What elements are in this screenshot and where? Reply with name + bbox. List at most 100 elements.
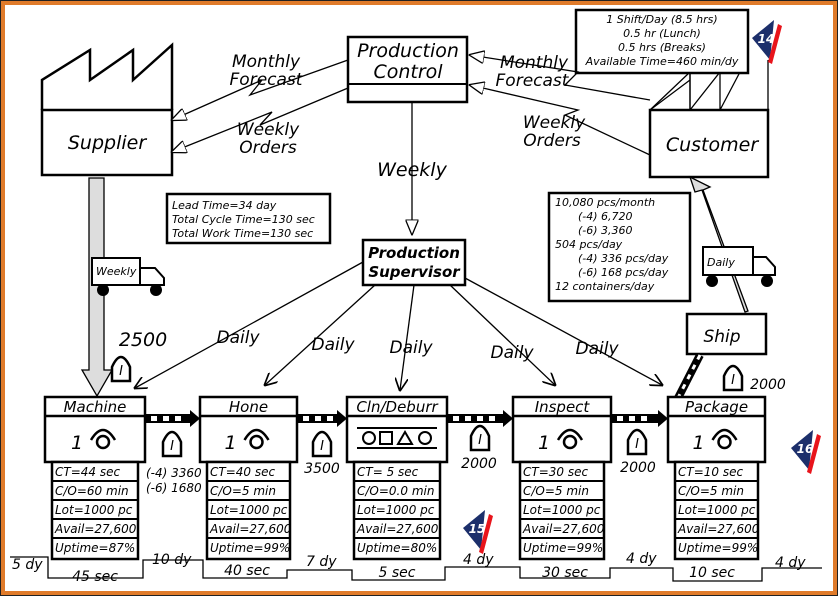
customer-truck-label: Daily: [707, 256, 735, 269]
supplier-factory: Supplier: [40, 42, 174, 177]
push-arrow: [447, 410, 513, 427]
raw-inventory-qty: 2500: [119, 329, 167, 351]
page-badge-icon: 15: [463, 510, 493, 554]
monthly-forecast-right-label: Monthly: [500, 53, 569, 73]
weekly-orders-label: Weekly: [237, 120, 300, 140]
process-data-field: Avail=27,600: [356, 522, 439, 536]
process-data-field: CT=44 sec: [55, 465, 120, 479]
process-data-field: C/O=60 min: [55, 484, 129, 498]
timeline-days: 4 dy: [626, 551, 657, 567]
weekly-orders-right-label: Weekly: [523, 113, 586, 133]
push-arrow: [611, 410, 668, 427]
daily-label: Daily: [490, 343, 534, 363]
operator-count: 1: [225, 432, 237, 454]
supervisor-label: Production: [368, 244, 460, 262]
customer-factory: Customer: [648, 60, 770, 179]
push-arrow: [297, 410, 347, 427]
weekly-orders-to-supplier-arrow: [172, 87, 349, 152]
inventory-qty: 3500: [304, 461, 340, 477]
supplier-truck-label: Weekly: [96, 265, 137, 278]
daily-arrow-inspect: [449, 284, 555, 385]
process-data-field: Avail=27,600: [677, 522, 760, 536]
customer-truck-icon: Daily: [702, 246, 776, 287]
process-data-field: Avail=27,600: [522, 522, 605, 536]
customer-label: Customer: [666, 134, 759, 156]
process-data-field: Lot=1000 pc: [357, 503, 435, 517]
weekly-orders-right-label-2: Orders: [523, 131, 581, 151]
monthly-forecast-from-customer-arrow: [470, 55, 651, 101]
finished-inventory-qty: 2000: [750, 377, 786, 393]
badge-number: 15: [469, 522, 486, 536]
daily-label: Daily: [216, 328, 260, 348]
lunch-line: 0.5 hr (Lunch): [623, 27, 701, 40]
inventory-icon: I: [626, 428, 648, 456]
process-name: Hone: [229, 398, 268, 416]
operator-count: 1: [538, 432, 550, 454]
timeline-secs: 5 sec: [379, 565, 416, 581]
timeline-days: 10 dy: [152, 552, 192, 568]
ship-box: Ship: [674, 312, 768, 400]
demand-line: 504 pcs/day: [555, 238, 623, 251]
process-data-field: Uptime=99%: [678, 541, 758, 555]
process-data-field: Avail=27,600: [54, 522, 137, 536]
information-flows: Monthly Forecast Weekly Orders Monthly F…: [172, 52, 651, 234]
demand-line: 12 containers/day: [555, 280, 655, 293]
weekly-orders-from-customer-arrow: [470, 85, 651, 156]
timeline-secs: 30 sec: [542, 565, 588, 581]
timeline-secs: 40 sec: [224, 563, 270, 579]
svg-text:I: I: [478, 433, 482, 448]
timeline-days: 7 dy: [306, 554, 337, 570]
timeline-secs: 10 sec: [689, 565, 735, 581]
process-data-field: CT= 5 sec: [357, 465, 419, 479]
customer-shipment-arrow: [688, 175, 749, 313]
process-data-field: Lot=1000 pc: [523, 503, 601, 517]
operator-icon: [711, 428, 738, 450]
svg-text:I: I: [320, 439, 324, 454]
inventory-icon: I: [311, 430, 333, 458]
shift-info-box: 1 Shift/Day (8.5 hrs) 0.5 hr (Lunch) 0.5…: [574, 8, 750, 75]
process-data-field: Lot=1000 pc: [55, 503, 133, 517]
production-control-box: Production Control: [346, 35, 469, 104]
demand-line: 10,080 pcs/month: [555, 196, 655, 209]
daily-schedule-arrows: Daily Daily Daily Daily Daily: [135, 261, 662, 390]
process-data-field: C/O=5 min: [210, 484, 276, 498]
production-control-label: Production: [357, 40, 459, 62]
operator-count: 1: [693, 432, 705, 454]
demand-box: 10,080 pcs/month (-4) 6,720 (-6) 3,360 5…: [547, 191, 692, 303]
svg-text:I: I: [731, 373, 735, 388]
process-data-field: Uptime=99%: [210, 541, 290, 555]
badge-number: 16: [797, 442, 814, 456]
process-data-field: Avail=27,600: [209, 522, 292, 536]
inventory-icon: I: [469, 424, 491, 452]
process-data-field: C/O=5 min: [678, 484, 744, 498]
weekly-orders-label-2: Orders: [239, 138, 297, 158]
daily-label: Daily: [389, 338, 433, 358]
inventory-qty: 2000: [461, 456, 497, 472]
svg-text:I: I: [635, 437, 639, 452]
supplier-truck-icon: Weekly: [91, 257, 165, 296]
badge-number: 14: [758, 32, 775, 46]
process-data-field: CT=30 sec: [523, 465, 588, 479]
timeline-days: 4 dy: [775, 555, 806, 571]
page-badge-icon: 16: [791, 430, 821, 474]
process-data-field: Uptime=80%: [357, 541, 437, 555]
daily-arrow-cln: [400, 284, 415, 390]
process-data-field: Lot=1000 pc: [678, 503, 756, 517]
inventory-icon: I: [161, 430, 183, 458]
daily-label: Daily: [575, 339, 619, 359]
process-data-field: Uptime=99%: [523, 541, 603, 555]
daily-arrow-hone: [265, 284, 376, 385]
daily-arrow-machine: [135, 261, 364, 388]
timeline-ladder: [10, 556, 822, 582]
workcell-symbols-icon: [357, 427, 437, 449]
